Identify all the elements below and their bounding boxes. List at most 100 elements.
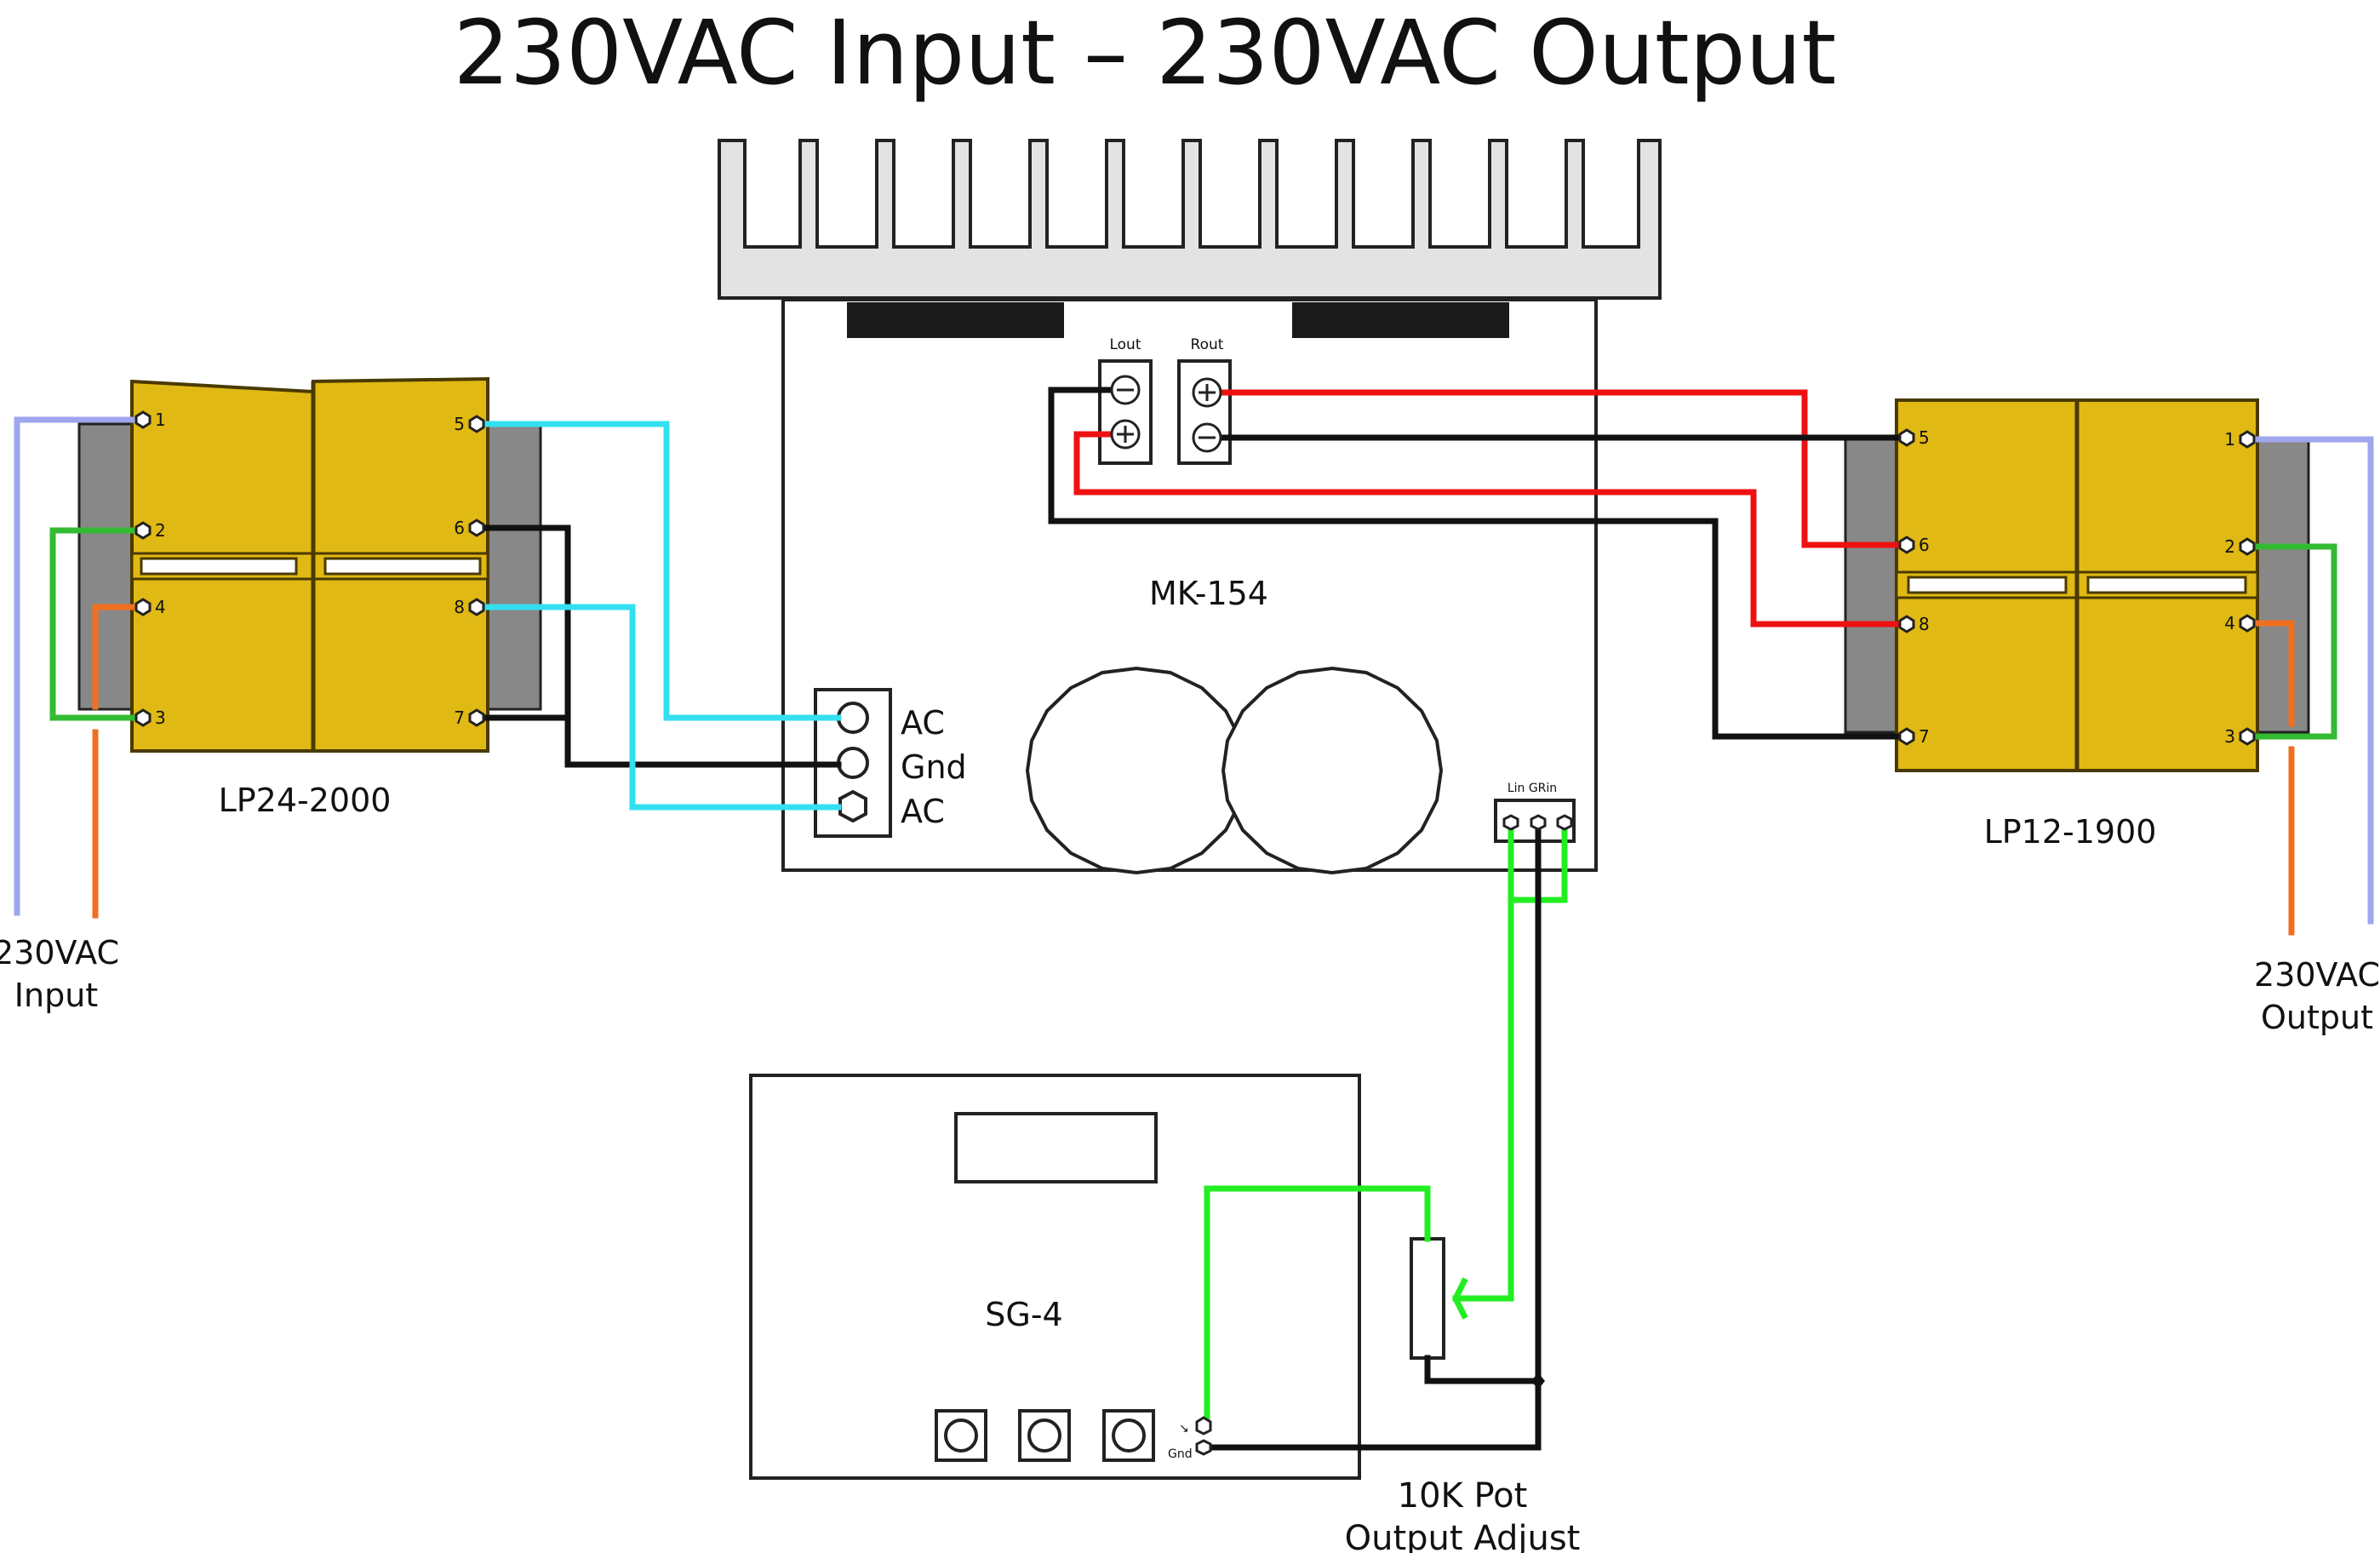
wire-secondary-8 <box>482 604 842 811</box>
terminal-pin-icon <box>1898 727 1915 746</box>
capacitor-left <box>1025 666 1248 875</box>
pin-icon <box>1530 814 1547 831</box>
terminal-pin-icon <box>1898 615 1915 633</box>
gnd-terminal-screw-icon <box>837 747 869 779</box>
pin-icon <box>1502 814 1519 831</box>
rout-label: Rout <box>1191 336 1224 353</box>
header-pins <box>1502 814 1573 831</box>
terminal-pin-icon <box>468 519 485 537</box>
power-transistor-left <box>847 302 1064 338</box>
pin-number: 2 <box>155 520 166 541</box>
output-transformer <box>1844 398 2310 772</box>
terminal-pin-icon <box>2239 537 2256 556</box>
gnd-label: Gnd <box>901 748 967 786</box>
pin-number: 4 <box>2224 613 2235 633</box>
terminal-pin-icon <box>2239 614 2256 633</box>
knob-icon[interactable] <box>1018 1409 1071 1462</box>
input-header-label: Lin GRin <box>1508 782 1557 795</box>
wire-bridge-2-3-out <box>2252 543 2337 740</box>
wire-rout-plus <box>1204 389 1900 548</box>
wire-output-mains-1 <box>2252 436 2374 925</box>
wires <box>14 387 2374 1451</box>
terminal-pin-icon <box>468 708 485 727</box>
terminal-pin-icon <box>134 521 152 540</box>
core-icon <box>1844 437 1900 734</box>
amplifier-name: MK-154 <box>1149 575 1268 612</box>
pin-number: 6 <box>454 518 465 538</box>
pin-number: 1 <box>2224 429 2235 450</box>
heatsink-icon <box>718 139 1662 300</box>
wire-gnd <box>1211 818 1542 1451</box>
capacitor-right <box>1221 666 1444 875</box>
signal-generator-name: SG-4 <box>985 1296 1062 1333</box>
input-label-line2: Input <box>14 977 98 1014</box>
pot-label-line2: Output Adjust <box>1345 1519 1581 1553</box>
wire-lout-plus <box>1073 431 1900 628</box>
pin-number: 5 <box>1919 427 1930 448</box>
pin-number: 7 <box>1919 726 1930 747</box>
pin-number: 7 <box>454 708 465 728</box>
output-transformer-name: LP12-1900 <box>1984 813 2157 851</box>
wire-secondary-6 <box>482 524 842 768</box>
lout-label: Lout <box>1109 336 1141 353</box>
wire-lout-minus <box>1048 387 1900 740</box>
terminal-pin-icon <box>2239 727 2256 746</box>
pin-number: 6 <box>1919 535 1930 555</box>
terminal-screws <box>1110 375 1222 453</box>
pin-number: 3 <box>2224 726 2235 747</box>
display-screen <box>954 1112 1158 1183</box>
sg-gnd-label: Gnd <box>1168 1447 1193 1461</box>
wire-bridge-2-3 <box>49 527 140 721</box>
ac-label-1: AC <box>901 704 945 742</box>
potentiometer[interactable] <box>1410 1237 1445 1360</box>
terminal-pin-icon <box>134 708 152 727</box>
terminal-pin-icon <box>134 598 152 616</box>
knob-icon[interactable] <box>935 1409 987 1462</box>
pin-number: 8 <box>1919 614 1930 634</box>
output-label-line2: Output <box>2261 999 2373 1036</box>
core-icon <box>2254 437 2310 734</box>
core-icon <box>486 422 542 711</box>
output-symbol-icon: ↘ <box>1179 1422 1189 1436</box>
ac-terminal-screw-icon <box>837 702 869 734</box>
wire-input-mains-1 <box>14 416 140 916</box>
terminal-pin-icon <box>134 410 152 429</box>
pin-number: 3 <box>155 708 166 728</box>
terminal-pin-icon <box>1898 428 1915 447</box>
pin-markers <box>134 410 2256 746</box>
wire-pot-input <box>1204 1185 1431 1421</box>
pin-labels: 1 2 4 3 5 6 8 7 5 6 8 7 1 2 4 3 <box>155 410 2235 747</box>
wire-bridge-4 <box>92 604 140 710</box>
pin-number: 5 <box>454 414 465 434</box>
wire-secondary-5 <box>482 421 842 721</box>
ac-terminal-screw-icon <box>838 789 867 823</box>
core-icon <box>77 422 134 711</box>
pin-number: 8 <box>454 597 465 617</box>
terminal-pin-icon <box>2239 430 2256 449</box>
wire-pot-ground <box>1424 1355 1542 1384</box>
input-label-line1: 230VAC <box>0 934 119 971</box>
wire-pot-wiper <box>1452 897 1514 1302</box>
output-pin-icon <box>1195 1416 1212 1436</box>
terminal-pin-icon <box>468 415 485 433</box>
pin-number: 2 <box>2224 536 2235 557</box>
ac-label-2: AC <box>901 793 945 830</box>
junction-dot <box>1531 1372 1545 1390</box>
power-transistor-right <box>1292 302 1509 338</box>
gnd-pin-icon <box>1195 1439 1212 1456</box>
arrow-icon <box>1452 1277 1468 1320</box>
pin-icon <box>1556 814 1573 831</box>
output-label-line1: 230VAC <box>2254 956 2380 994</box>
pot-label-line1: 10K Pot <box>1398 1476 1528 1516</box>
input-transformer <box>77 376 542 753</box>
wire-bridge-4-out <box>2252 620 2295 727</box>
terminal-pin-icon <box>468 598 485 616</box>
knob-icon[interactable] <box>1102 1409 1155 1462</box>
pin-number: 4 <box>155 597 166 617</box>
diagram-title: 230VAC Input – 230VAC Output <box>454 1 1837 105</box>
terminal-pin-icon <box>1898 536 1915 554</box>
pin-number: 1 <box>155 410 166 430</box>
input-transformer-name: LP24-2000 <box>219 782 392 819</box>
